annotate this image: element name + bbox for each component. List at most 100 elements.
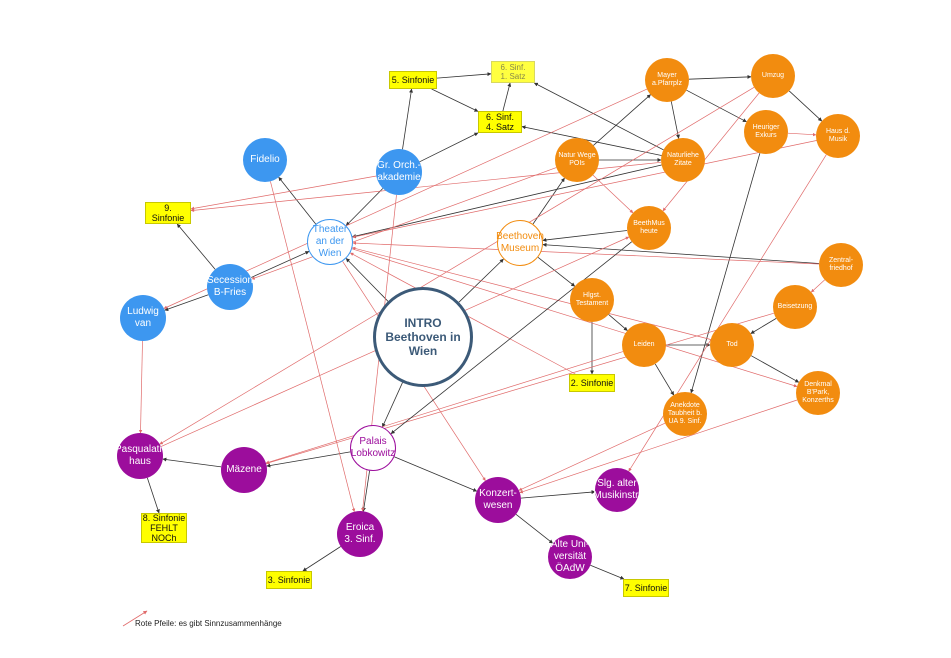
node-zentral[interactable]: Zentral- friedhof bbox=[819, 243, 863, 287]
edge-alteuni-to-sinf7 bbox=[590, 564, 625, 580]
edge-tod-to-denkmal bbox=[751, 355, 800, 383]
edge-leiden-to-maezene bbox=[265, 351, 624, 464]
edge-naturwege-to-secession bbox=[251, 167, 557, 280]
node-slg[interactable]: Slg. alter Musikinstr. bbox=[593, 468, 641, 512]
node-grorch-label: Gr. Orch.- akademie bbox=[377, 160, 421, 183]
edge-konzertwesen-to-alteuni bbox=[515, 513, 554, 544]
node-alteuni-label: Alte Uni- versität ÖAdW bbox=[550, 539, 590, 574]
node-theater-label: Theater an der Wien bbox=[312, 224, 348, 259]
edge-zentral-to-theater bbox=[352, 241, 820, 265]
node-sinf3-label: 3. Sinfonie bbox=[267, 575, 311, 585]
edge-grorch-to-sinf5 bbox=[402, 88, 414, 150]
edge-secession-to-theater bbox=[250, 251, 310, 278]
node-pasqualati[interactable]: Pasqualati- haus bbox=[115, 433, 165, 479]
edge-naturzitate-to-theater bbox=[352, 164, 662, 238]
node-palais[interactable]: Palais Lobkowitz bbox=[350, 425, 396, 471]
node-eroica[interactable]: Eroica 3. Sinf. bbox=[337, 511, 383, 557]
edge-umzug-to-beethmusheute bbox=[662, 92, 760, 212]
node-beisetzung-label: Beisetzung bbox=[777, 303, 813, 310]
node-fidelio[interactable]: Fidelio bbox=[243, 138, 287, 182]
edge-ludwig-to-pasqualati bbox=[138, 340, 143, 434]
node-sinf3[interactable]: 3. Sinfonie bbox=[266, 571, 312, 589]
node-naturwege[interactable]: Natur Wege POIs bbox=[555, 138, 599, 182]
edge-grorch-to-sinf6b bbox=[419, 132, 479, 163]
node-anekdote[interactable]: Anekdote Taubheit b. UA 9. Sinf. bbox=[663, 392, 707, 436]
edge-sinf5-to-sinf6a bbox=[436, 72, 492, 79]
node-intro-label: INTRO Beethoven in Wien bbox=[385, 316, 461, 358]
edge-heiligenst-to-leiden bbox=[608, 314, 628, 331]
node-hausmusik[interactable]: Haus d. Musik bbox=[816, 114, 860, 158]
edge-sinf6b-to-sinf6a bbox=[502, 82, 512, 112]
node-heiligenst-label: Hlgst. Testament bbox=[575, 292, 609, 307]
node-heuriger-label: Heuriger Exkurs bbox=[752, 124, 780, 139]
legend-red-arrow bbox=[122, 610, 148, 627]
edge-zentral-to-beisetzung bbox=[810, 279, 826, 293]
node-sinf6b-label: 6. Sinf. 4. Satz bbox=[485, 112, 514, 132]
node-sinf5-label: 5. Sinfonie bbox=[391, 75, 435, 85]
node-umzug-label: Umzug bbox=[761, 72, 785, 79]
edge-umzug-to-hausmusik bbox=[788, 90, 823, 122]
edge-umzug-to-pasqualati bbox=[159, 86, 755, 445]
node-beethmuseum-label: Beethoven Museum bbox=[496, 231, 544, 254]
node-grorch[interactable]: Gr. Orch.- akademie bbox=[376, 149, 422, 195]
node-konzertwesen-label: Konzert- wesen bbox=[479, 488, 517, 511]
node-sinf6b[interactable]: 6. Sinf. 4. Satz bbox=[478, 111, 522, 133]
node-heuriger[interactable]: Heuriger Exkurs bbox=[744, 110, 788, 154]
node-zentral-label: Zentral- friedhof bbox=[828, 257, 854, 272]
edge-naturzitate-to-sinf6a bbox=[533, 82, 664, 151]
node-secession[interactable]: Secession B-Fries bbox=[207, 264, 253, 310]
edge-hausmusik-to-slg bbox=[628, 154, 827, 472]
edge-beethmuseum-to-heiligenst bbox=[537, 256, 576, 287]
node-denkmal[interactable]: Denkmal B'Park, Konzerths bbox=[796, 371, 840, 415]
node-sinf7[interactable]: 7. Sinfonie bbox=[623, 579, 669, 597]
node-sinf2-label: 2. Sinfonie bbox=[570, 378, 614, 388]
edge-intro-to-theater bbox=[345, 258, 389, 302]
node-tod[interactable]: Tod bbox=[710, 323, 754, 367]
edge-beethmusheute-to-palais bbox=[390, 241, 633, 435]
node-sinf9[interactable]: 9. Sinfonie bbox=[145, 202, 191, 224]
edge-denkmal-to-konzertwesen bbox=[519, 399, 798, 494]
node-theater[interactable]: Theater an der Wien bbox=[307, 219, 353, 265]
edge-theater-to-fidelio bbox=[278, 176, 317, 225]
edge-beethmusheute-to-beethmuseum bbox=[542, 230, 628, 242]
edge-naturzitate-to-sinf6b bbox=[521, 125, 662, 156]
node-hausmusik-label: Haus d. Musik bbox=[825, 128, 851, 143]
node-denkmal-label: Denkmal B'Park, Konzerths bbox=[802, 381, 834, 404]
edge-leiden-to-anekdote bbox=[654, 363, 675, 396]
node-sinf6a[interactable]: 6. Sinf. 1. Satz bbox=[491, 61, 535, 83]
edge-beisetzung-to-tod bbox=[750, 318, 777, 334]
edge-grorch-to-sinf9 bbox=[190, 175, 377, 211]
node-mayer[interactable]: Mayer a.Pfarrplz bbox=[645, 58, 689, 102]
node-heiligenst[interactable]: Hlgst. Testament bbox=[570, 278, 614, 322]
node-naturwege-label: Natur Wege POIs bbox=[558, 152, 596, 167]
node-umzug[interactable]: Umzug bbox=[751, 54, 795, 98]
node-beethmuseum[interactable]: Beethoven Museum bbox=[496, 220, 544, 266]
node-beethmusheute[interactable]: BeethMus heute bbox=[627, 206, 671, 250]
node-alteuni[interactable]: Alte Uni- versität ÖAdW bbox=[548, 535, 592, 579]
node-naturzitate[interactable]: Naturliehe Zitate bbox=[661, 138, 705, 182]
edge-maezene-to-pasqualati bbox=[162, 457, 222, 468]
node-konzertwesen[interactable]: Konzert- wesen bbox=[475, 477, 521, 523]
node-leiden-label: Leiden bbox=[633, 341, 655, 348]
node-sinf2[interactable]: 2. Sinfonie bbox=[569, 374, 615, 392]
node-sinf5[interactable]: 5. Sinfonie bbox=[389, 71, 437, 89]
edge-mayer-to-naturzitate bbox=[670, 101, 680, 139]
edge-naturwege-to-beethmusheute bbox=[592, 174, 634, 214]
node-beisetzung[interactable]: Beisetzung bbox=[773, 285, 817, 329]
node-sinf9-label: 9. Sinfonie bbox=[151, 203, 185, 223]
node-ludwig-label: Ludwig van bbox=[127, 306, 159, 329]
node-leiden[interactable]: Leiden bbox=[622, 323, 666, 367]
node-maezene[interactable]: Mäzene bbox=[221, 447, 267, 493]
node-sinf8[interactable]: 8. Sinfonie FEHLT NOCh bbox=[141, 513, 187, 543]
edge-intro-to-palais bbox=[382, 382, 403, 428]
edge-anekdote-to-konzertwesen bbox=[518, 422, 666, 491]
edge-heuriger-to-hausmusik bbox=[787, 132, 817, 137]
node-sinf8-label: 8. Sinfonie FEHLT NOCh bbox=[142, 513, 186, 543]
node-ludwig[interactable]: Ludwig van bbox=[120, 295, 166, 341]
node-anekdote-label: Anekdote Taubheit b. UA 9. Sinf. bbox=[667, 402, 703, 425]
node-intro[interactable]: INTRO Beethoven in Wien bbox=[373, 287, 473, 387]
edge-secession-to-ludwig bbox=[164, 294, 209, 311]
node-naturzitate-label: Naturliehe Zitate bbox=[667, 152, 699, 167]
edge-palais-to-eroica bbox=[361, 470, 370, 512]
